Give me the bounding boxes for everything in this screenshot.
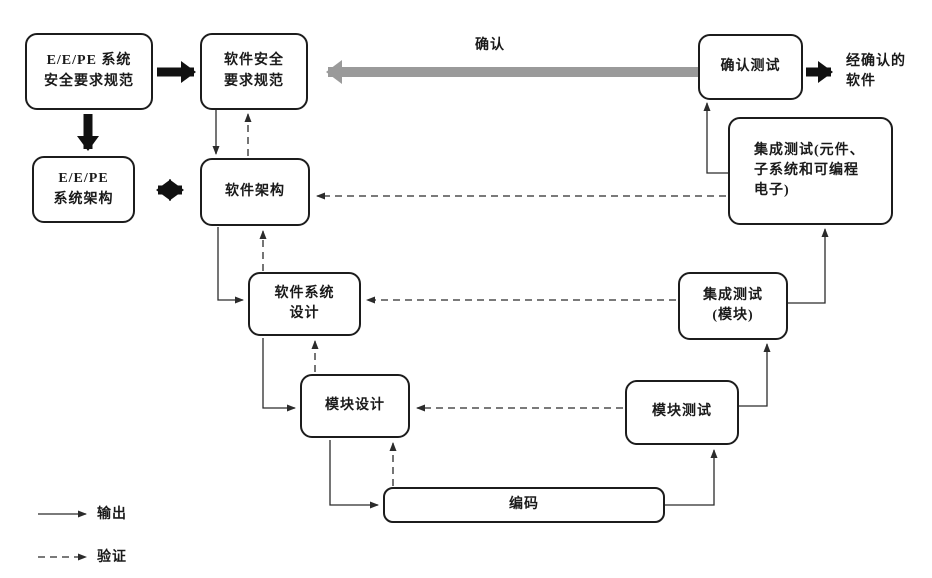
legend-output-label: 输出 bbox=[97, 507, 127, 522]
box-eepe-system-architecture: E/E/PE 系统架构 bbox=[32, 156, 135, 223]
box-validation-test: 确认测试 bbox=[698, 34, 803, 100]
box-software-system-design: 软件系统 设计 bbox=[248, 272, 361, 336]
box-label-integration-test-module: 集成测试 (模块) bbox=[703, 287, 763, 323]
validated-software-label: 经确认的 软件 bbox=[846, 54, 906, 89]
box-label-integration-test-programmable-electronics: 集成测试(元件、 子系统和可编程 电子) bbox=[754, 142, 865, 199]
box-label-module-test: 模块测试 bbox=[652, 404, 712, 420]
box-integration-test-module: 集成测试 (模块) bbox=[678, 272, 788, 340]
box-label-coding: 编码 bbox=[509, 496, 539, 512]
output-integration-test-module-to-integration-test-pe bbox=[788, 228, 829, 304]
box-software-architecture: 软件架构 bbox=[200, 158, 310, 226]
output-integration-test-pe-to-validation-test bbox=[703, 102, 728, 174]
box-label-eepe-system-architecture: E/E/PE 系统架构 bbox=[53, 171, 114, 207]
box-label-software-architecture: 软件架构 bbox=[225, 183, 285, 199]
box-module-test: 模块测试 bbox=[625, 380, 739, 445]
box-label-module-design: 模块设计 bbox=[325, 397, 385, 413]
box-software-safety-requirements: 软件安全 要求规范 bbox=[200, 33, 308, 110]
box-eepe-safety-requirements: E/E/PE 系统 安全要求规范 bbox=[25, 33, 153, 110]
box-integration-test-programmable-electronics: 集成测试(元件、 子系统和可编程 电子) bbox=[728, 117, 893, 225]
output-coding-to-module-test bbox=[665, 449, 718, 506]
output-module-test-to-integration-test-module bbox=[739, 343, 771, 407]
output-sw-system-design-to-module-design bbox=[262, 338, 296, 412]
box-label-eepe-safety-requirements: E/E/PE 系统 安全要求规范 bbox=[44, 53, 134, 89]
legend-verification-label: 验证 bbox=[97, 550, 127, 565]
output-sw-arch-to-sw-system-design bbox=[217, 227, 244, 304]
box-module-design: 模块设计 bbox=[300, 374, 410, 438]
validation-arrow-label: 确认 bbox=[475, 38, 505, 53]
box-label-software-safety-requirements: 软件安全 要求规范 bbox=[224, 53, 284, 89]
box-label-software-system-design: 软件系统 设计 bbox=[274, 285, 335, 321]
output-module-design-to-coding bbox=[329, 440, 379, 509]
box-coding: 编码 bbox=[383, 487, 665, 523]
box-label-validation-test: 确认测试 bbox=[720, 58, 781, 74]
